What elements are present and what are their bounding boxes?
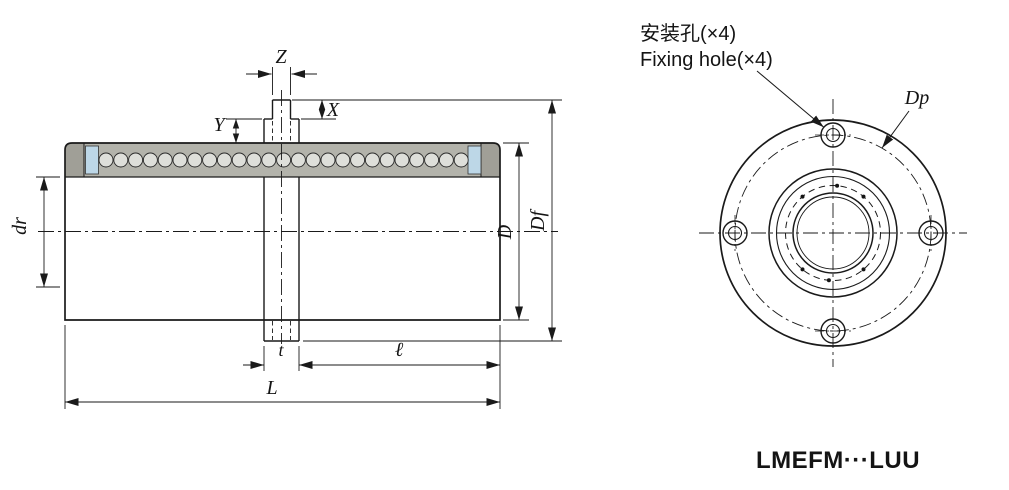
- dim-label-dp: Dp: [904, 87, 929, 109]
- fixing-hole-center-marks: [734, 134, 932, 332]
- bearing-outer-circle: [768, 168, 898, 298]
- end-view: 安装孔(×4) Fixing hole(×4) Dp: [640, 22, 967, 367]
- seal-left: [85, 145, 99, 175]
- retainer-dots: [800, 183, 866, 283]
- dp-leader: [881, 110, 910, 149]
- body-outline: [64, 142, 501, 321]
- dim-t: t: [243, 340, 300, 371]
- dim-x: X: [301, 99, 340, 121]
- dim-label-d: D: [494, 224, 516, 240]
- ball-row: [98, 152, 469, 168]
- dim-label-y: Y: [213, 114, 226, 136]
- dim-label-ell: ℓ: [395, 339, 404, 361]
- dim-label-df: Df: [527, 209, 549, 232]
- seal-right: [467, 145, 482, 175]
- dim-df: Df: [292, 99, 562, 342]
- side-view: Z Y X dr D: [9, 46, 562, 409]
- model-number: LMEFM···LUU: [756, 447, 920, 474]
- bore-circle: [792, 192, 874, 274]
- dim-label-dr: dr: [9, 217, 31, 235]
- fixing-hole-label-cn: 安装孔(×4): [640, 22, 736, 45]
- dim-label-z: Z: [275, 46, 287, 68]
- dim-label-t: t: [278, 340, 284, 360]
- end-cap-left: [64, 142, 85, 178]
- dim-z: Z: [246, 46, 317, 95]
- dimensions: Z Y X dr D: [9, 46, 562, 409]
- fixing-hole-leader: [756, 70, 825, 128]
- flange-boss-top: [263, 99, 300, 143]
- dim-d: D: [494, 142, 529, 321]
- dim-label-x: X: [326, 99, 340, 121]
- dim-l: L: [64, 325, 500, 409]
- dim-dr: dr: [9, 176, 60, 288]
- dim-label-l: L: [265, 377, 277, 399]
- end-cap-right: [480, 142, 501, 178]
- center-flange: [263, 177, 300, 342]
- dim-ell: ℓ: [299, 325, 501, 409]
- dim-y: Y: [213, 114, 262, 143]
- fixing-hole-label-en: Fixing hole(×4): [640, 49, 773, 71]
